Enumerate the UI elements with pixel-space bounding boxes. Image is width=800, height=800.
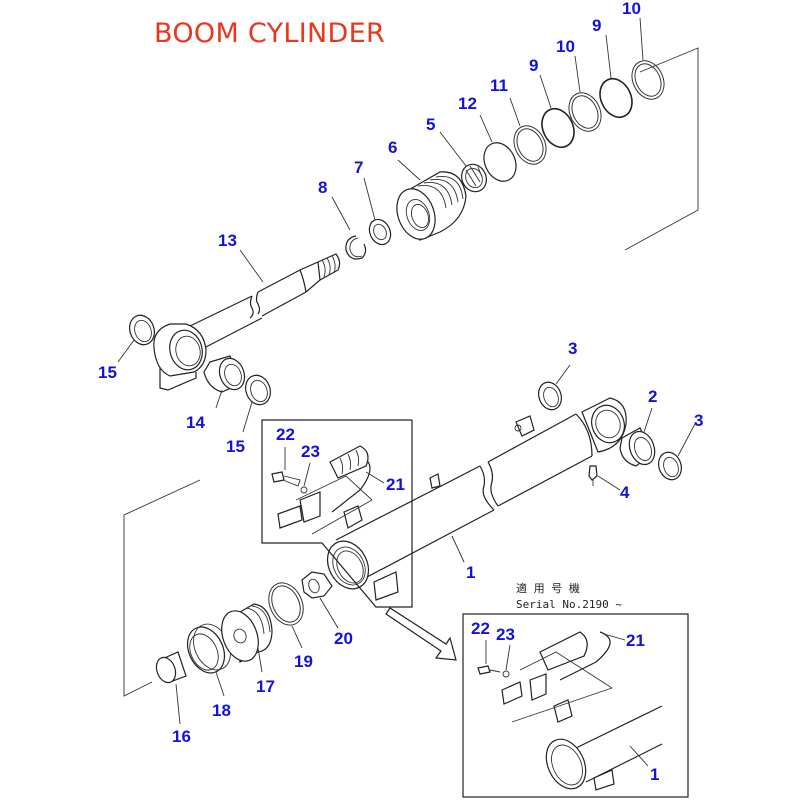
part-labels: 10 9 10 9 11 12 5 6 7 8 13 15 14 15 3 2 … xyxy=(98,0,703,784)
part-label-3: 3 xyxy=(568,339,577,358)
part-label-6: 5 xyxy=(426,115,435,134)
part-label-23: 23 xyxy=(496,625,515,644)
part-label-23: 23 xyxy=(301,442,320,461)
part-label-7: 7 xyxy=(354,158,363,177)
serial-note-en: Serial No.2190 ~ xyxy=(516,598,622,611)
part-label-4: 4 xyxy=(620,483,630,502)
snap-ring-8 xyxy=(345,235,367,260)
part-label-3: 3 xyxy=(694,411,703,430)
piston-17 xyxy=(221,603,273,664)
part-label-21: 21 xyxy=(626,631,645,650)
upper-plane-outline xyxy=(624,47,699,251)
piston-rod-13 xyxy=(153,253,341,391)
part-label-12: 12 xyxy=(458,94,477,113)
part-label-22: 22 xyxy=(276,425,295,444)
grease-fitting-4 xyxy=(588,465,598,486)
part-label-9: 9 xyxy=(592,16,601,35)
part-label-10: 10 xyxy=(556,37,575,56)
part-label-9: 9 xyxy=(529,56,538,75)
part-label-10: 10 xyxy=(622,0,641,18)
seal-7 xyxy=(368,218,392,246)
leader-lines xyxy=(117,17,697,767)
serial-note-jp: 適 用 号 機 xyxy=(516,581,580,595)
part-label-8: 8 xyxy=(318,178,327,197)
part-label-14: 14 xyxy=(186,413,205,432)
detail-arrow xyxy=(385,607,457,661)
serial-detail-box xyxy=(462,613,689,798)
bushing-2 xyxy=(619,427,656,467)
dust-seal-3-right xyxy=(658,451,682,481)
part-label-5: 6 xyxy=(388,138,397,157)
part-label-18: 18 xyxy=(212,701,231,720)
top-seal-rings xyxy=(483,60,665,182)
lower-plane-outline xyxy=(123,479,201,697)
bushing-14 xyxy=(203,355,246,393)
diagram-title: BOOM CYLINDER xyxy=(154,18,386,49)
part-label-1: 1 xyxy=(650,765,659,784)
part-label-16: 16 xyxy=(172,727,191,746)
nut-20 xyxy=(301,571,333,599)
dust-seal-15-right xyxy=(245,374,271,406)
hose-detail-box xyxy=(261,419,413,608)
part-label-15: 15 xyxy=(226,437,245,456)
part-label-2: 2 xyxy=(648,387,657,406)
part-label-17: 17 xyxy=(256,677,275,696)
part-label-13: 13 xyxy=(218,231,237,250)
cylinder-tube-1 xyxy=(326,397,627,601)
part-label-22: 22 xyxy=(471,619,490,638)
part-label-15: 15 xyxy=(98,363,117,382)
collar-16 xyxy=(155,651,187,684)
part-label-1: 1 xyxy=(466,563,475,582)
dust-seal-3-top xyxy=(538,381,562,411)
cylinder-head-5 xyxy=(396,171,467,241)
part-label-11: 11 xyxy=(490,76,508,95)
dust-seal-15-left xyxy=(129,314,155,346)
piston-ring-18 xyxy=(186,623,231,674)
bushing-6 xyxy=(461,163,487,193)
wear-ring-19 xyxy=(268,582,304,626)
part-label-19: 19 xyxy=(294,652,313,671)
part-label-21: 21 xyxy=(386,475,405,494)
part-label-20: 20 xyxy=(334,629,353,648)
